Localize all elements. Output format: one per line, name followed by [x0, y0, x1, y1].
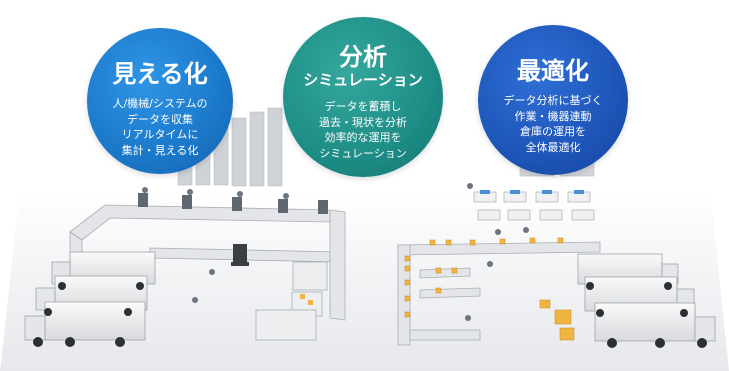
optimize-line: 作業・機器連動: [514, 109, 592, 123]
visualize-line: データを収集: [127, 112, 193, 126]
trucks-left: [24, 251, 156, 347]
analysis-line: データを蓄積し: [324, 100, 402, 113]
parcels-right: [404, 237, 575, 341]
analysis-title: 分析: [339, 43, 387, 71]
forklift: [231, 244, 249, 266]
conveyor-right: [397, 241, 601, 346]
optimize-line: 倉庫の運用を: [520, 125, 586, 138]
optimize-line: 全体最適化: [525, 140, 581, 154]
optimize-title: 最適化: [517, 57, 589, 85]
visualize-line: 集計・見える化: [121, 143, 199, 157]
analysis-line: シミュレーション: [319, 146, 407, 160]
analysis-description: データを蓄積し 過去・現状を分析 効率的な運用を シミュレーション: [283, 99, 443, 161]
visualize-circle: 見える化 人/機械/システムの データを収集 リアルタイムに 集計・見える化: [87, 28, 233, 174]
visualize-line: 人/機械/システムの: [112, 97, 208, 110]
visualize-line: リアルタイムに: [121, 128, 199, 141]
warehouse-floor: [0, 190, 729, 371]
analysis-line: 過去・現状を分析: [319, 115, 407, 129]
packing-station: [255, 261, 328, 341]
workers-left: [142, 187, 289, 303]
analysis-circle: 分析 シミュレーション データを蓄積し 過去・現状を分析 効率的な運用を シミュ…: [283, 17, 443, 177]
optimize-line: データ分析に基づく: [503, 94, 603, 107]
analysis-line: 効率的な運用を: [324, 131, 402, 144]
sorting-stations-right: [473, 191, 595, 221]
workstations-left: [138, 193, 328, 214]
optimize-circle: 最適化 データ分析に基づく 作業・機器連動 倉庫の運用を 全体最適化: [478, 25, 628, 175]
visualize-title: 見える化: [112, 60, 208, 88]
workers-right: [465, 183, 529, 321]
analysis-subtitle: シミュレーション: [303, 71, 423, 89]
optimize-description: データ分析に基づく 作業・機器連動 倉庫の運用を 全体最適化: [478, 93, 628, 155]
visualize-description: 人/機械/システムの データを収集 リアルタイムに 集計・見える化: [87, 96, 233, 158]
trucks-right: [577, 253, 716, 348]
